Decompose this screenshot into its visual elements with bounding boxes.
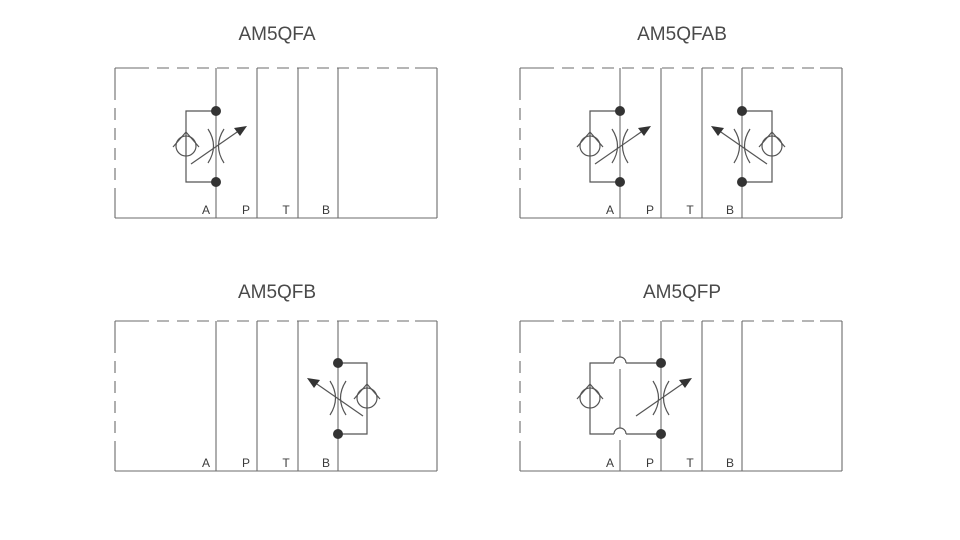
port-labels: A P T B (202, 203, 330, 217)
port-channels (215, 321, 339, 471)
flow-control-module-a (576, 106, 651, 187)
port-label-a: A (606, 203, 614, 217)
throttle-symbol (329, 380, 347, 416)
diagram-am5qfa: AM5QFA (114, 24, 438, 219)
junction-dot (737, 106, 747, 116)
throttle-symbol (611, 128, 629, 164)
port-label-a: A (202, 203, 210, 217)
adjustment-arrow (307, 378, 364, 417)
flow-control-module-a (172, 106, 247, 187)
port-channels (215, 68, 339, 218)
throttle-symbol (207, 128, 225, 164)
valve-body-outline (114, 67, 438, 219)
port-label-t: T (686, 203, 694, 217)
port-channels (619, 68, 743, 218)
port-labels: A P T B (202, 456, 330, 470)
junction-dot (615, 106, 625, 116)
flow-control-module-b (711, 106, 786, 187)
adjustment-arrow (594, 126, 651, 165)
diagram-title: AM5QFB (238, 282, 316, 303)
port-label-t: T (686, 456, 694, 470)
valve-body-outline (519, 67, 843, 219)
throttle-symbol (652, 380, 670, 416)
junction-dot (333, 358, 343, 368)
adjustment-arrow (635, 378, 692, 417)
line-crossover-hop (613, 427, 627, 435)
junction-dot (656, 358, 666, 368)
port-label-b: B (322, 456, 330, 470)
junction-dot (656, 429, 666, 439)
port-label-p: P (242, 456, 250, 470)
junction-dot (615, 177, 625, 187)
port-labels: A P T B (606, 203, 734, 217)
port-label-p: P (242, 203, 250, 217)
diagram-am5qfab: AM5QFAB (519, 24, 843, 219)
adjustment-arrow (711, 126, 768, 165)
diagram-title: AM5QFAB (637, 24, 727, 45)
diagram-title: AM5QFA (238, 24, 315, 45)
check-valve-symbol (172, 131, 200, 157)
flow-control-module-p (576, 356, 692, 439)
port-labels: A P T B (606, 456, 734, 470)
port-label-p: P (646, 456, 654, 470)
port-label-b: B (726, 203, 734, 217)
check-valve-symbol (353, 383, 381, 409)
diagram-title: AM5QFP (643, 282, 721, 303)
junction-dot (211, 106, 221, 116)
check-valve-symbol (576, 131, 604, 157)
adjustment-arrow (190, 126, 247, 165)
flow-control-module-b (307, 358, 381, 439)
valve-body-outline (114, 320, 438, 472)
port-label-t: T (282, 456, 290, 470)
port-label-b: B (322, 203, 330, 217)
port-label-b: B (726, 456, 734, 470)
diagram-am5qfp: AM5QFP (519, 282, 843, 472)
port-label-a: A (202, 456, 210, 470)
diagram-am5qfb: AM5QFB (114, 282, 438, 472)
junction-dot (211, 177, 221, 187)
line-crossover-hop (613, 356, 627, 364)
port-channels (619, 321, 743, 471)
check-valve-symbol (758, 131, 786, 157)
junction-dot (737, 177, 747, 187)
port-label-p: P (646, 203, 654, 217)
junction-dot (333, 429, 343, 439)
valve-body-outline (519, 320, 843, 472)
throttle-symbol (733, 128, 751, 164)
port-label-t: T (282, 203, 290, 217)
port-label-a: A (606, 456, 614, 470)
check-valve-symbol (576, 383, 604, 409)
